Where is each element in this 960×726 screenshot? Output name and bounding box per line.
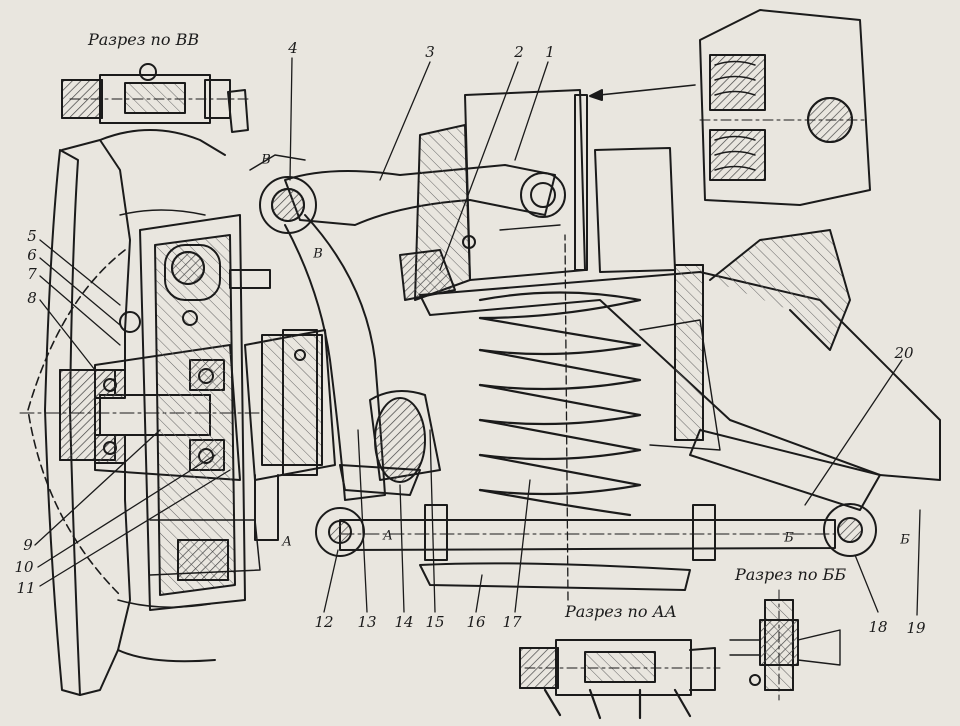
hub-cap (27, 249, 126, 596)
callout-15: 15 (425, 613, 445, 631)
bump-stop (399, 249, 456, 301)
callout-7: 7 (27, 265, 37, 283)
callout-20: 20 (894, 344, 914, 362)
shock-absorber-link (339, 390, 441, 496)
mark-a-left: А (282, 534, 292, 550)
upper-control-arm (249, 154, 566, 234)
callout-9: 9 (23, 536, 33, 554)
callout-18: 18 (868, 618, 888, 636)
callout-4: 4 (288, 39, 298, 57)
detail-section-vv (61, 63, 251, 133)
lower-control-arm (315, 503, 877, 591)
callout-2: 2 (514, 43, 524, 61)
callout-13: 13 (357, 613, 377, 631)
detail-section-bb (729, 589, 841, 701)
wheel-rim (44, 129, 226, 696)
caption-section-bb: Разрез по ББ (735, 565, 847, 584)
detail-cutaway-top (699, 9, 871, 206)
caption-section-aa: Разрез по АА (565, 602, 677, 621)
callout-1: 1 (545, 43, 555, 61)
mark-v-top: В (261, 152, 271, 168)
callout-10: 10 (14, 558, 34, 576)
mark-b-left: Б (784, 530, 794, 546)
callout-14: 14 (394, 613, 414, 631)
mark-v-lower: В (313, 246, 323, 262)
mark-a-right: А (383, 528, 393, 544)
callout-16: 16 (466, 613, 486, 631)
detail-arrow (589, 84, 696, 97)
chassis-member (419, 147, 941, 481)
detail-section-aa (519, 639, 721, 720)
callout-6: 6 (27, 246, 37, 264)
callout-leaders (34, 57, 921, 616)
callout-8: 8 (27, 289, 37, 307)
callout-12: 12 (314, 613, 334, 631)
stabilizer-strut (689, 429, 881, 511)
callout-3: 3 (425, 43, 435, 61)
callout-19: 19 (906, 619, 926, 637)
lower-link (284, 214, 386, 501)
lower-ball-joint (244, 329, 336, 541)
mark-b-right: Б (900, 532, 910, 548)
callout-17: 17 (502, 613, 522, 631)
coil-spring (478, 291, 642, 517)
steering-knuckle (119, 214, 271, 611)
caption-section-vv: Разрез по ВВ (88, 30, 200, 49)
callout-5: 5 (27, 227, 37, 245)
callout-11: 11 (16, 579, 36, 597)
